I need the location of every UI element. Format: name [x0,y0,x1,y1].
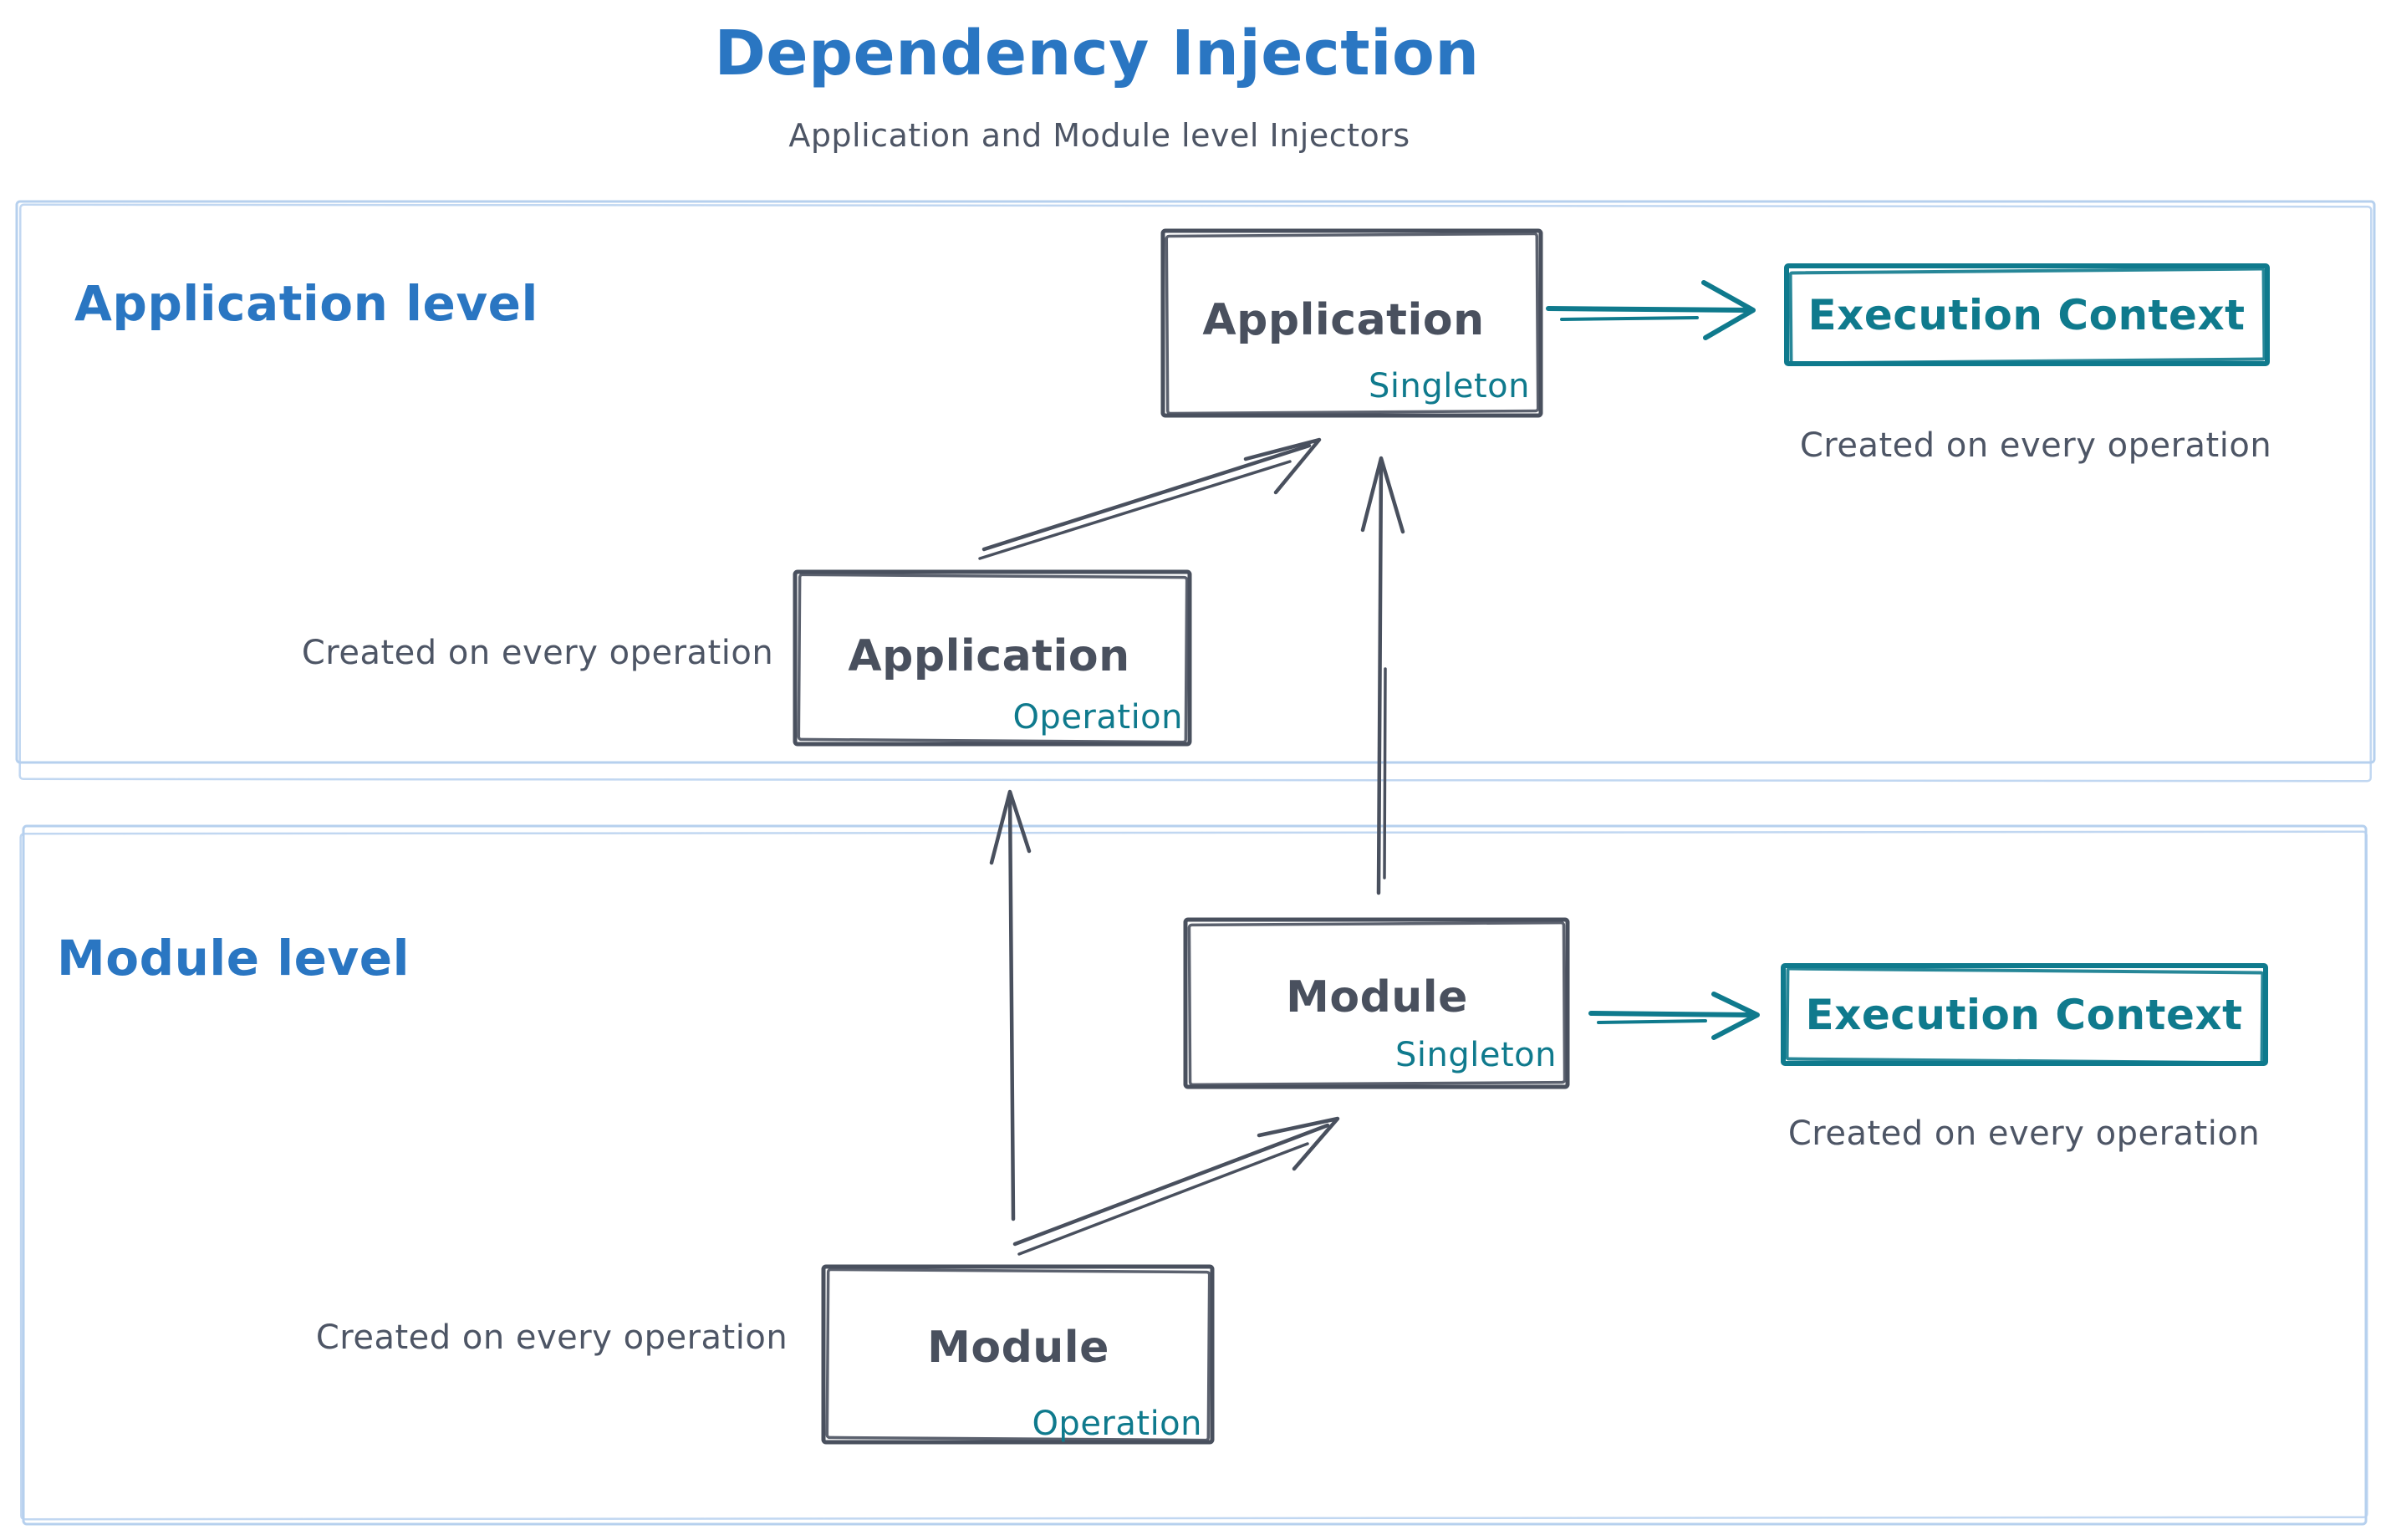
application-operation-title: Application [848,631,1130,681]
arrow-app-singleton-to-execution-context [1546,280,1756,340]
application-operation-note: Created on every operation [301,634,774,672]
module-execution-context-note: Created on every operation [1787,1114,2261,1153]
module-operation-note: Created on every operation [315,1318,788,1357]
module-operation-title: Module [927,1323,1109,1373]
application-singleton-title: Application [1202,295,1485,345]
module-level-label: Module level [57,930,410,987]
application-operation-box [793,569,1192,747]
module-singleton-title: Module [1286,972,1468,1022]
arrow-module-singleton-to-execution-context [1588,992,1760,1040]
application-execution-context-note: Created on every operation [1799,426,2272,465]
arrow-module-operation-to-app-operation [989,789,1032,1221]
module-level-container [19,824,2368,1526]
application-level-label: Application level [74,275,538,332]
application-level-container [15,200,2376,783]
module-execution-context-title: Execution Context [1805,991,2243,1039]
application-singleton-box [1160,228,1543,418]
arrow-module-operation-to-module-singleton [1012,1116,1340,1256]
module-singleton-scope: Singleton [1395,1036,1557,1074]
diagram-subtitle: Application and Module level Injectors [788,117,1410,154]
module-operation-scope: Operation [1032,1405,1202,1443]
arrow-app-operation-to-app-singleton [978,437,1322,560]
module-operation-box [821,1264,1215,1445]
arrow-module-singleton-to-app-singleton [1360,456,1405,895]
application-execution-context-title: Execution Context [1807,291,2246,339]
application-operation-scope: Operation [1012,698,1183,737]
diagram-title: Dependency Injection [714,18,1480,89]
module-execution-context-box [1781,963,2268,1066]
module-singleton-box [1183,917,1570,1089]
application-singleton-scope: Singleton [1369,367,1530,405]
application-execution-context-box [1784,263,2270,366]
